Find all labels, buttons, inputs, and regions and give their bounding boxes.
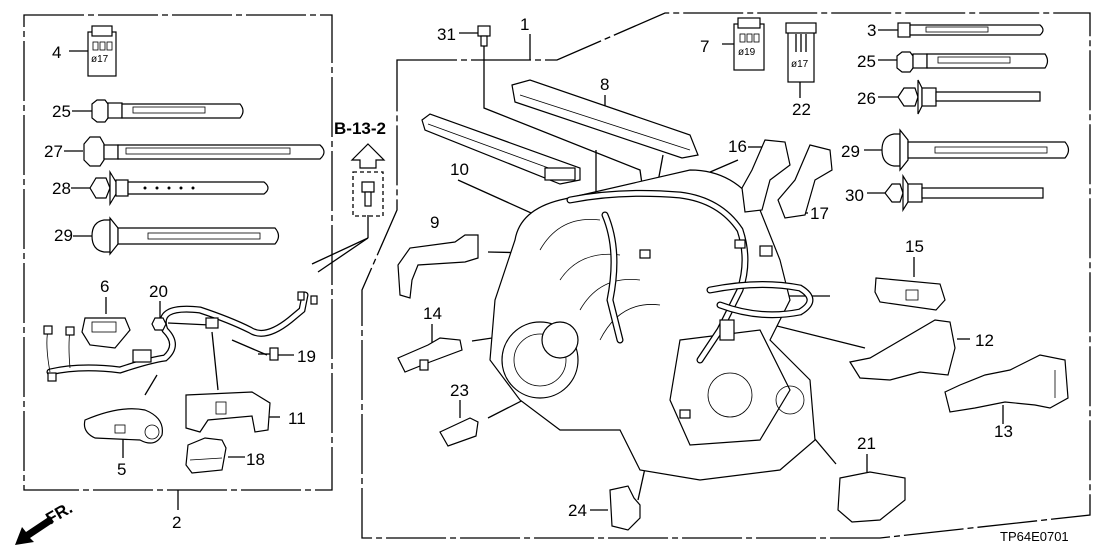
part-16-bracket[interactable] — [741, 139, 791, 213]
part-30-tie[interactable] — [884, 173, 1044, 213]
part-20-nut[interactable] — [151, 317, 167, 331]
callout-3[interactable]: 3 — [867, 21, 876, 40]
part-13-protector[interactable] — [944, 354, 1069, 413]
callout-19[interactable]: 19 — [297, 347, 316, 366]
callout-10[interactable]: 10 — [450, 160, 469, 179]
part-24-holder[interactable] — [609, 485, 641, 531]
callout-12[interactable]: 12 — [975, 331, 994, 350]
callout-9[interactable]: 9 — [430, 213, 439, 232]
callout-28[interactable]: 28 — [52, 179, 71, 198]
engine-assembly — [489, 169, 816, 481]
cross-reference-b-13-2[interactable]: B-13-2 — [334, 119, 386, 217]
callout-20[interactable]: 20 — [149, 282, 168, 301]
part-29-tie-left[interactable] — [91, 216, 280, 256]
part-25-tie-left[interactable] — [91, 99, 244, 123]
part-2-sub-harness[interactable] — [43, 291, 318, 382]
part-21-cover[interactable] — [837, 471, 906, 523]
part-26-tie[interactable] — [897, 79, 1041, 115]
part-31-bolt[interactable] — [477, 25, 491, 47]
part-5-harness-cover[interactable] — [83, 408, 163, 444]
part-25-tie-right[interactable] — [896, 51, 1049, 73]
callout-labels: 1 2 3 4 5 6 7 8 9 10 11 12 13 14 15 16 1… — [44, 15, 1013, 532]
part-3-cable-tie[interactable] — [897, 22, 1044, 38]
callout-14[interactable]: 14 — [423, 304, 442, 323]
svg-text:ø17: ø17 — [91, 54, 109, 65]
part-15-cover[interactable] — [874, 277, 946, 311]
svg-text:ø19: ø19 — [738, 47, 756, 58]
callout-30[interactable]: 30 — [845, 186, 864, 205]
callout-23[interactable]: 23 — [450, 381, 469, 400]
main-group-box — [361, 12, 1091, 539]
callout-26[interactable]: 26 — [857, 89, 876, 108]
callout-25b[interactable]: 25 — [857, 52, 876, 71]
part-14-holder[interactable] — [397, 337, 463, 373]
callout-13[interactable]: 13 — [994, 422, 1013, 441]
cross-reference-label[interactable]: B-13-2 — [334, 119, 386, 138]
part-22-clip[interactable]: ø17 — [785, 22, 817, 83]
callout-21[interactable]: 21 — [857, 434, 876, 453]
callout-11[interactable]: 11 — [288, 409, 306, 428]
bolt-icon — [361, 181, 375, 207]
callout-22[interactable]: 22 — [792, 100, 811, 119]
callout-15[interactable]: 15 — [905, 237, 924, 256]
part-19-bolt[interactable] — [258, 347, 279, 361]
callout-29b[interactable]: 29 — [841, 142, 860, 161]
front-arrow-icon — [15, 516, 54, 545]
callout-8[interactable]: 8 — [600, 75, 609, 94]
callout-27[interactable]: 27 — [44, 142, 63, 161]
callout-5[interactable]: 5 — [117, 460, 126, 479]
svg-text:ø17: ø17 — [791, 59, 809, 70]
part-29-tie-right[interactable] — [881, 128, 1070, 172]
part-27-tie-left[interactable] — [83, 136, 325, 167]
callout-31[interactable]: 31 — [437, 25, 456, 44]
part-7-clip[interactable]: ø19 — [733, 17, 765, 71]
part-10-cover[interactable] — [421, 113, 581, 185]
part-11-protector[interactable] — [185, 391, 271, 433]
part-18-terminal-cover[interactable] — [185, 437, 227, 474]
callout-18[interactable]: 18 — [246, 450, 265, 469]
part-28-tie-left[interactable] — [89, 169, 269, 207]
callout-17[interactable]: 17 — [810, 204, 829, 223]
front-direction-indicator: FR. — [15, 498, 76, 545]
up-arrow-icon — [350, 143, 386, 169]
part-4-clip[interactable]: ø17 — [87, 25, 117, 77]
callout-7[interactable]: 7 — [700, 37, 709, 56]
part-12-protector[interactable] — [849, 319, 956, 381]
diagram-reference-code: TP64E0701 — [1000, 529, 1069, 544]
part-8-cover[interactable] — [511, 79, 699, 159]
callout-24[interactable]: 24 — [568, 501, 587, 520]
left-group-box — [23, 14, 333, 510]
part-6-connector-cover[interactable] — [81, 317, 131, 349]
part-23-holder[interactable] — [439, 417, 479, 447]
callout-25a[interactable]: 25 — [52, 102, 71, 121]
part-17-bracket[interactable] — [777, 144, 833, 219]
callout-4[interactable]: 4 — [52, 43, 61, 62]
part-9-bracket[interactable] — [397, 234, 479, 299]
callout-29a[interactable]: 29 — [54, 226, 73, 245]
callout-6[interactable]: 6 — [100, 277, 109, 296]
callout-2[interactable]: 2 — [172, 513, 181, 532]
callout-1[interactable]: 1 — [520, 15, 529, 34]
callout-16[interactable]: 16 — [728, 137, 747, 156]
